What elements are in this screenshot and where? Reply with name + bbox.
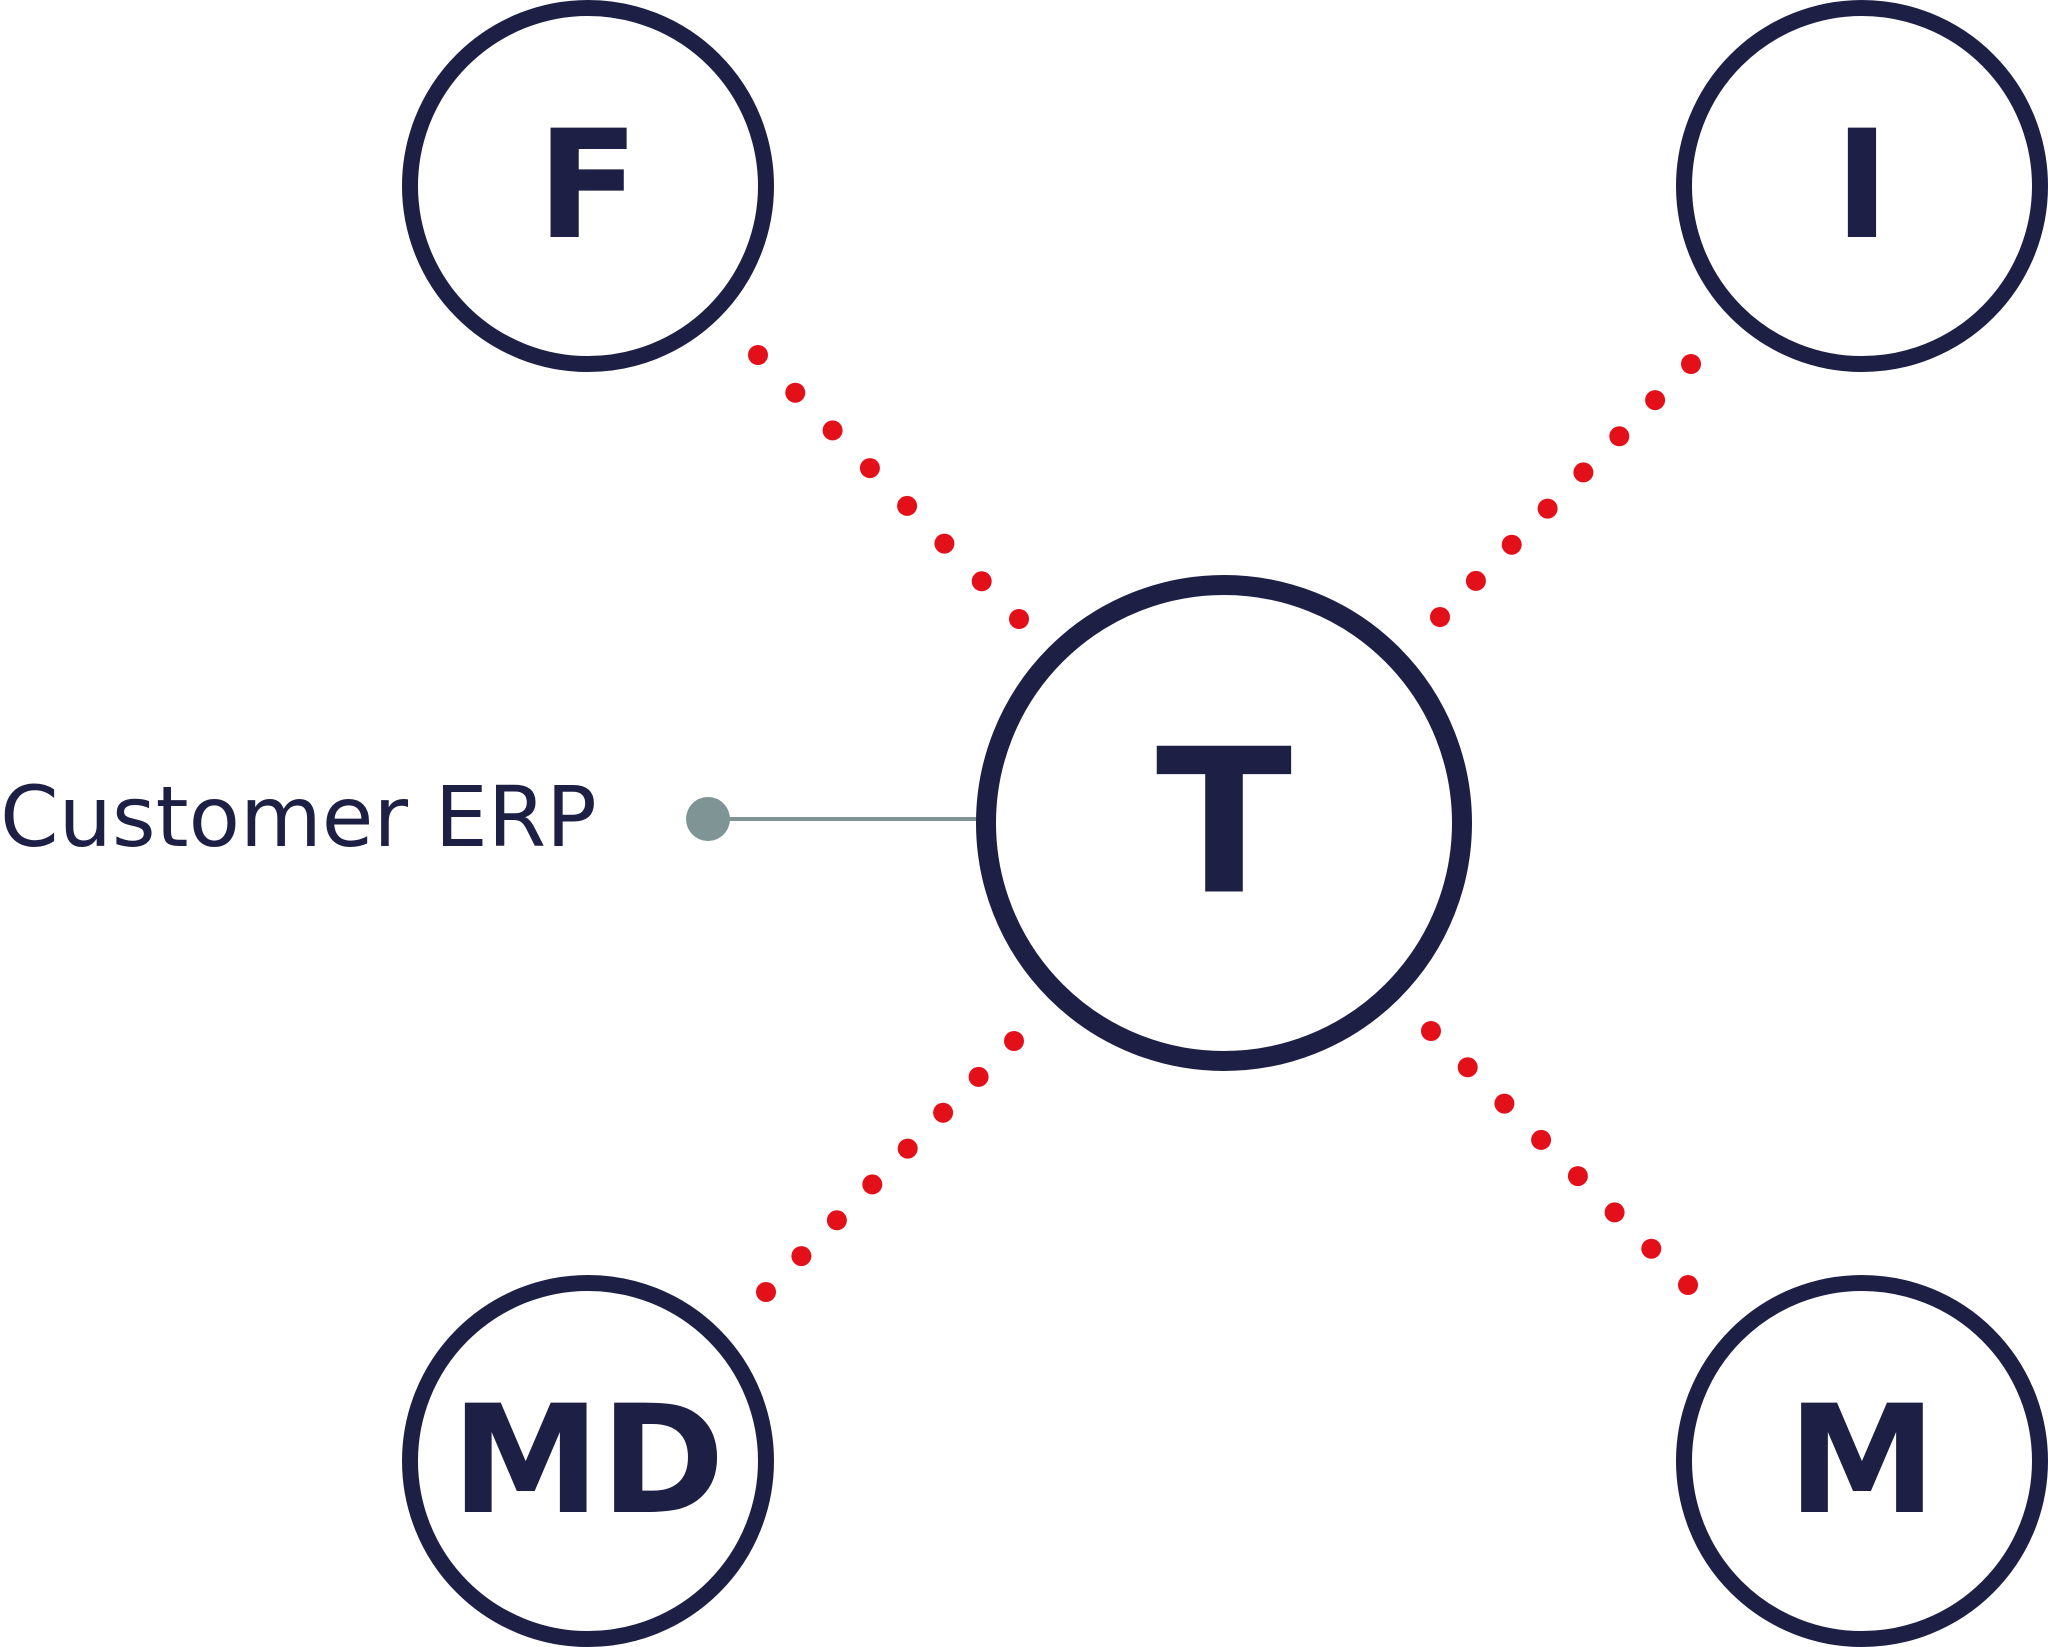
- customer-erp-label: Customer ERP: [0, 768, 597, 866]
- node-f[interactable]: F: [402, 0, 774, 372]
- link-dot: [934, 533, 955, 554]
- link-dot: [1009, 609, 1029, 629]
- node-md-label: MD: [451, 1374, 725, 1548]
- link-dot: [971, 571, 992, 592]
- link-dot: [1681, 354, 1701, 374]
- node-m-ring: [1676, 1275, 2048, 1647]
- link-dot: [933, 1102, 954, 1123]
- link-dot: [1501, 534, 1522, 555]
- node-m[interactable]: M: [1676, 1275, 2048, 1647]
- link-dot: [968, 1066, 989, 1087]
- link-dot: [1567, 1166, 1588, 1187]
- link-dot: [1531, 1129, 1552, 1150]
- node-m-label: M: [1787, 1374, 1936, 1548]
- customer-erp-connector: Customer ERP: [0, 768, 985, 866]
- link-dot: [1421, 1021, 1441, 1041]
- link-dot: [1457, 1057, 1478, 1078]
- link-dot: [756, 1282, 776, 1302]
- link-dot: [897, 1138, 918, 1159]
- center-node-ring: [976, 575, 1472, 1071]
- link-i: [1430, 354, 1701, 627]
- node-i-ring: [1676, 0, 2048, 372]
- link-dot: [1609, 426, 1630, 447]
- link-dot: [1645, 390, 1666, 411]
- link-dot: [1604, 1202, 1625, 1223]
- link-dot: [1004, 1031, 1024, 1051]
- erp-connector-endpoint: [686, 797, 730, 841]
- link-dot: [1678, 1275, 1698, 1295]
- link-m: [1421, 1021, 1698, 1295]
- node-f-ring: [402, 0, 774, 372]
- link-dot: [862, 1174, 883, 1195]
- link-dot: [785, 382, 806, 403]
- dotted-links: [748, 345, 1701, 1302]
- link-dot: [1573, 462, 1594, 483]
- node-i-label: I: [1834, 99, 1890, 273]
- node-i[interactable]: I: [1676, 0, 2048, 372]
- node-md[interactable]: MD: [402, 1275, 774, 1647]
- link-dot: [748, 345, 768, 365]
- link-dot: [791, 1246, 812, 1267]
- center-node-label: T: [1156, 707, 1292, 940]
- link-dot: [822, 420, 843, 441]
- center-node-t[interactable]: T: [976, 575, 1472, 1071]
- node-md-ring: [402, 1275, 774, 1647]
- link-dot: [826, 1210, 847, 1231]
- link-dot: [1494, 1093, 1515, 1114]
- link-dot: [1641, 1238, 1662, 1259]
- link-dot: [1537, 498, 1558, 519]
- link-dot: [897, 495, 918, 516]
- link-dot: [1430, 607, 1450, 627]
- node-f-label: F: [537, 99, 639, 273]
- link-md: [756, 1031, 1024, 1302]
- link-f: [748, 345, 1029, 629]
- link-dot: [859, 458, 880, 479]
- link-dot: [1465, 570, 1486, 591]
